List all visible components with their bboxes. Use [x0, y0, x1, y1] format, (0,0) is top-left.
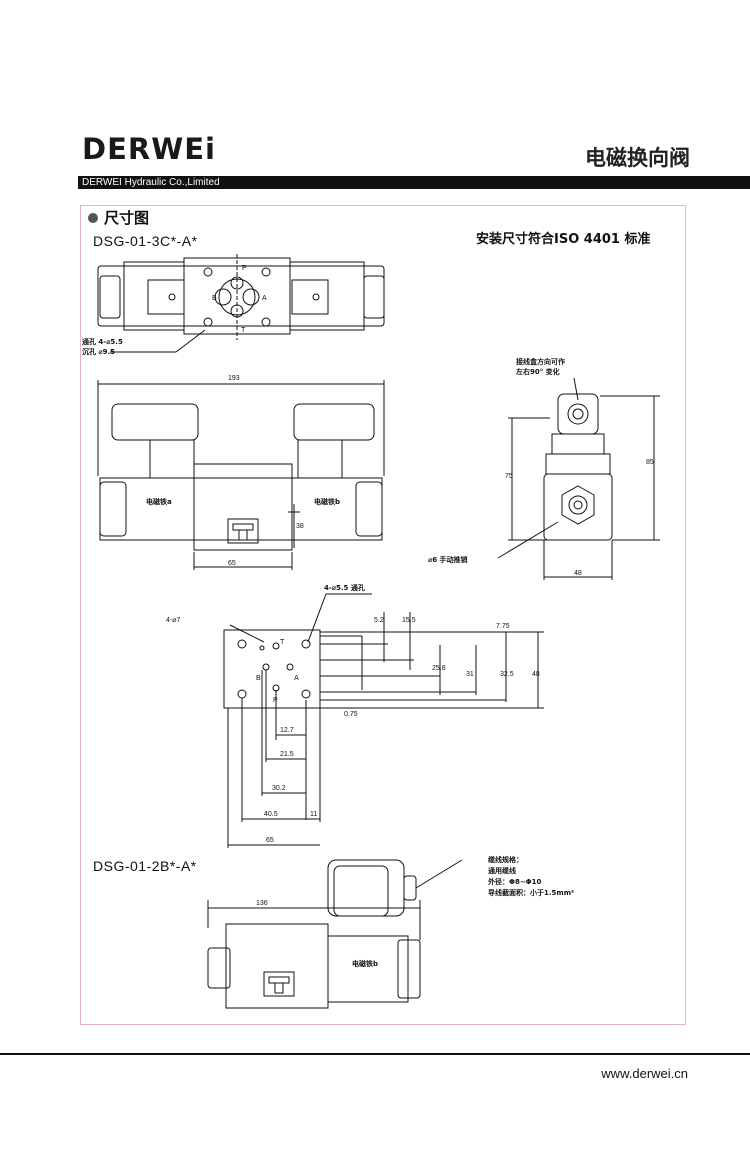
dim-12-7: 12.7: [280, 727, 294, 734]
section-title-text: 尺寸图: [104, 209, 150, 227]
rotate-note-1: 接线盒方向可作: [516, 357, 565, 366]
dim-31: 31: [466, 671, 474, 678]
dim-15-5: 15.5: [402, 617, 416, 624]
port-p-face: P: [273, 697, 278, 704]
dim-48a: 48: [574, 570, 582, 577]
dim-193: 193: [228, 375, 240, 382]
drawing-frame: [80, 205, 686, 1025]
dim-30-2: 30.2: [272, 785, 286, 792]
hole-through-label: 通孔 4-⌀5.5: [82, 337, 123, 346]
cable-spec-1: 缆线规格：: [488, 855, 523, 864]
company-bar: DERWEI Hydraulic Co.,Limited: [78, 176, 750, 189]
manual-push-label: ⌀6 手动推销: [428, 555, 468, 564]
counterbore-label: 沉孔 ⌀9.5: [82, 347, 115, 356]
dim-7-75: 7.75: [496, 623, 510, 630]
port-p-top: P: [242, 265, 247, 272]
dim-5-2: 5.2: [374, 617, 384, 624]
port-a-face: A: [294, 675, 299, 682]
dim-0-75: 0.75: [344, 711, 358, 718]
solenoid-b-2b-label: 电磁铁b: [352, 959, 378, 968]
top-view-drawing: [97, 254, 385, 353]
dim-65a: 65: [228, 560, 236, 567]
holes-4-55-label: 4-⌀5.5 通孔: [324, 583, 365, 592]
standard-note: 安装尺寸符合ISO 4401 标准: [476, 232, 651, 247]
holes-4-7-label: 4-⌀7: [166, 617, 180, 624]
solenoid-b-label: 电磁铁b: [314, 497, 340, 506]
port-t-face: T: [280, 639, 285, 646]
front-view-drawing: [97, 380, 385, 570]
port-b-face: B: [256, 675, 261, 682]
footer-divider: [0, 1053, 750, 1055]
dim-85: 85: [646, 459, 654, 466]
dim-11: 11: [310, 811, 317, 818]
port-b-top: B: [212, 295, 217, 302]
model-2b-label: DSG-01-2B*-A*: [93, 858, 197, 874]
dim-32-5: 32.5: [500, 671, 514, 678]
rotate-note-2: 左右90° 变化: [515, 367, 560, 376]
dim-75: 75: [505, 473, 513, 480]
cable-spec-2: 通用缆线: [488, 866, 516, 875]
cable-spec-4: 导线截面积：小于1.5mm²: [488, 888, 574, 897]
bullet-icon: [88, 212, 98, 223]
page-title: 电磁换向阀: [585, 146, 690, 170]
cable-spec-3: 外径：Φ8~Φ10: [488, 877, 542, 886]
port-t-top: T: [241, 327, 246, 334]
port-a-top: A: [262, 295, 267, 302]
solenoid-a-label: 电磁铁a: [146, 497, 172, 506]
dim-40-5: 40.5: [264, 811, 278, 818]
dim-25-8: 25.8: [432, 665, 446, 672]
dim-136: 136: [256, 900, 268, 907]
brand-logo: DERWEi: [82, 132, 216, 166]
mounting-face-drawing: [223, 593, 544, 848]
model-3c-label: DSG-01-3C*-A*: [93, 233, 198, 249]
side-view-drawing: [497, 377, 660, 580]
footer-url[interactable]: www.derwei.cn: [601, 1066, 688, 1081]
dim-21-5: 21.5: [280, 751, 294, 758]
model-2b-drawing: [207, 859, 463, 1009]
dim-48b: 48: [532, 671, 540, 678]
dim-65b: 65: [266, 837, 274, 844]
section-title: 尺寸图: [88, 207, 149, 228]
dim-38: 38: [296, 523, 304, 530]
